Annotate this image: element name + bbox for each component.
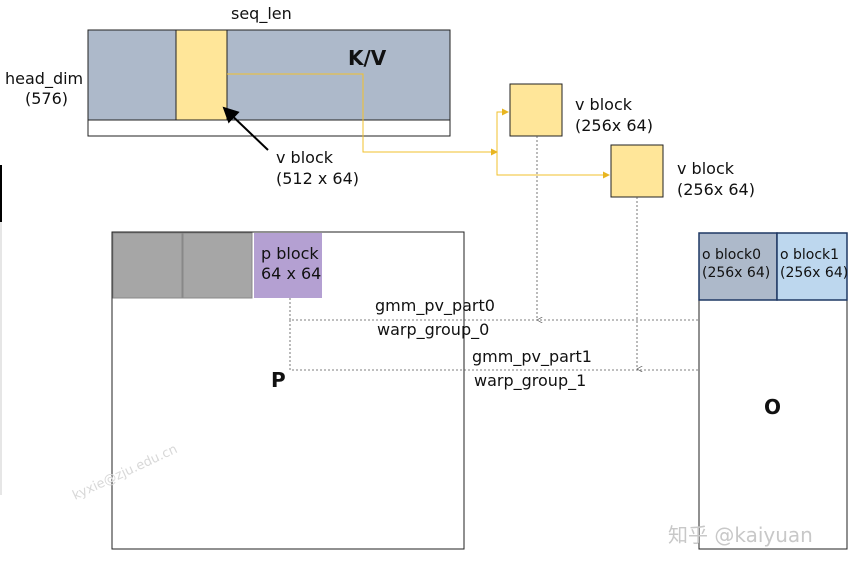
p-block-done-2 (182, 232, 253, 299)
head-dim-value: (576) (25, 89, 68, 108)
seq-len-label: seq_len (231, 4, 292, 24)
kv-matrix (87, 29, 451, 137)
warp-group-1-label: warp_group_1 (474, 371, 586, 391)
warp-group-0-label: warp_group_0 (377, 320, 489, 340)
o-block-0 (698, 232, 778, 301)
p-block-done-1 (112, 232, 183, 299)
v-block1-connector (496, 152, 610, 179)
v-block-main-label: v block (276, 148, 334, 167)
p-block-size: 64 x 64 (261, 264, 321, 283)
v-block-0 (509, 83, 563, 137)
o-block-1-label: o block1 (780, 247, 839, 263)
p-block (254, 233, 322, 298)
v-block-0-label: v block (575, 95, 633, 114)
v-block-1 (610, 144, 664, 198)
site-watermark: 知乎 @kaiyuan (668, 523, 813, 547)
p-block-label: p block (261, 244, 319, 263)
o-block-0-size: (256x 64) (702, 265, 770, 281)
p-title: P (271, 368, 286, 392)
o-title: O (764, 395, 781, 419)
v-block-1-size: (256x 64) (677, 180, 755, 199)
o-block-0-label: o block0 (702, 247, 761, 263)
v-block-0-size: (256x 64) (575, 116, 653, 135)
v-block-pointer-arrow (222, 106, 269, 151)
v-split-connector (227, 73, 498, 156)
o-block-1 (776, 232, 848, 301)
v-block-main-size: (512 x 64) (276, 169, 359, 188)
gemm-part0-label: gmm_pv_part0 (375, 296, 495, 316)
v-block-1-label: v block (677, 159, 735, 178)
o-block-1-size: (256x 64) (780, 265, 848, 281)
head-dim-label: head_dim (5, 69, 83, 89)
v-block0-connector (496, 108, 509, 152)
kv-fill (87, 29, 451, 121)
gemm-part1-label: gmm_pv_part1 (472, 347, 592, 367)
v-block-main (175, 29, 228, 121)
kv-title: K/V (348, 46, 387, 70)
